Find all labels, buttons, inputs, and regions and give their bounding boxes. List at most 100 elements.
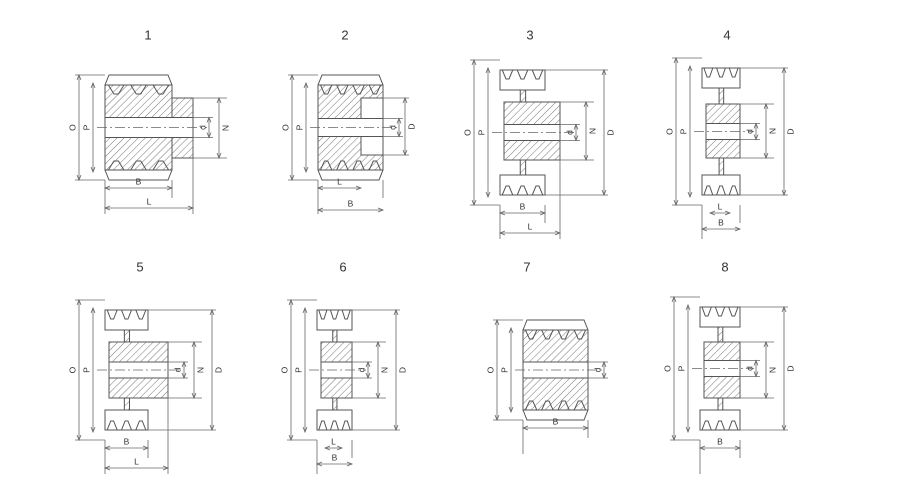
dim-O-arrows: [494, 318, 500, 422]
bottom-grooves: [317, 420, 352, 431]
bottom-grooves: [700, 420, 740, 431]
dim-B-arrows: [315, 461, 354, 467]
dim-P-label: P: [294, 124, 304, 130]
dim-O-arrows: [671, 295, 677, 442]
dim-D-arrows: [209, 308, 215, 432]
dim-P-label: P: [81, 124, 91, 130]
dim-B-arrows: [698, 445, 742, 451]
upper-web: [123, 329, 131, 343]
top-grooves: [105, 84, 172, 95]
upper-rim: [701, 67, 741, 89]
lower-section: [104, 137, 173, 171]
lower-web: [519, 159, 527, 176]
dim-P-arrows: [485, 66, 491, 199]
lower-rim: [499, 174, 546, 196]
hub-lower: [503, 140, 561, 161]
upper-web: [718, 87, 725, 105]
dim-N-arrows: [763, 102, 769, 160]
upper-rim: [499, 69, 546, 91]
dim-N-label: N: [220, 125, 230, 131]
dim-O-label: O: [67, 124, 77, 131]
upper-web: [519, 89, 527, 103]
dim-B-label: B: [718, 217, 724, 227]
dim-L-arrows: [498, 230, 562, 236]
dim-P-label: P: [676, 365, 686, 371]
top-grooves: [318, 84, 383, 95]
dim-D-arrows: [601, 68, 607, 197]
dim-N-arrows: [216, 96, 222, 160]
dim-d-arrows: [753, 122, 759, 141]
dim-O-label: O: [485, 366, 495, 373]
dim-B-arrows: [700, 226, 742, 232]
dim-B-label: B: [332, 452, 338, 462]
dim-P-label: P: [293, 367, 303, 373]
figure-number: 8: [721, 259, 728, 274]
lower-section: [522, 377, 589, 411]
dim-B-label: B: [136, 176, 142, 186]
upper-web: [332, 329, 338, 343]
dim-d-label: d: [744, 366, 754, 371]
dim-N-arrows: [191, 340, 197, 400]
dim-d-label: d: [387, 125, 397, 130]
figure-number: 5: [136, 259, 143, 274]
dim-N-arrows: [763, 340, 769, 400]
bottom-grooves: [523, 400, 588, 411]
dim-P-label: P: [81, 367, 91, 373]
dim-D-label: D: [397, 367, 407, 373]
top-grooves: [317, 309, 352, 320]
figure-number: 2: [341, 27, 348, 42]
dim-d-arrows: [601, 360, 607, 380]
dim-D-arrows: [781, 305, 787, 432]
figure-number: 4: [723, 27, 730, 42]
upper-rim: [699, 306, 741, 328]
dim-L-arrows: [103, 465, 170, 471]
bottom-grooves: [318, 160, 383, 171]
dim-L-arrows: [103, 205, 195, 211]
dim-N-label: N: [379, 367, 389, 373]
dim-P-arrows: [508, 326, 514, 414]
dim-B-arrows: [103, 185, 174, 191]
bottom-grooves: [702, 185, 740, 196]
dim-O-arrows: [76, 298, 82, 442]
dim-L-label: L: [528, 221, 533, 231]
dim-B-arrows: [521, 425, 590, 431]
dim-d-arrows: [181, 360, 187, 380]
dim-D-label: D: [605, 129, 615, 135]
rim-outline: [317, 74, 384, 181]
figure-number: 7: [523, 259, 530, 274]
upper-rim: [104, 309, 149, 331]
lower-rim: [701, 174, 741, 196]
dim-d-arrows: [206, 116, 212, 139]
dim-P-arrows: [90, 81, 96, 174]
dim-P-arrows: [303, 81, 309, 174]
dim-O-label: O: [664, 128, 674, 135]
dim-D-arrows: [781, 66, 787, 197]
hub-lower: [171, 137, 194, 159]
dim-P-label: P: [678, 128, 688, 134]
dim-N-label: N: [195, 367, 205, 373]
dim-P-label: P: [499, 367, 509, 373]
upper-section: [522, 329, 589, 363]
dim-O-label: O: [67, 366, 77, 373]
dim-P-arrows: [90, 306, 96, 434]
figure-number: 1: [144, 27, 151, 42]
hub-lower: [703, 376, 741, 399]
bottom-grooves: [105, 420, 148, 431]
top-grooves: [523, 329, 588, 340]
dim-L-arrows: [708, 210, 732, 216]
dim-O-label: O: [462, 129, 472, 136]
lower-web: [717, 397, 724, 411]
dim-d-label: d: [564, 130, 574, 135]
hub-upper: [503, 101, 561, 125]
dim-B-arrows: [103, 445, 150, 451]
hub-upper: [171, 97, 194, 118]
lower-web: [718, 157, 725, 176]
dim-B-label: B: [553, 416, 559, 426]
hub-upper: [703, 341, 741, 361]
figure-number: 6: [339, 259, 346, 274]
dim-N-label: N: [767, 367, 777, 373]
dim-B-label: B: [348, 198, 354, 208]
hub-lower: [705, 139, 741, 159]
